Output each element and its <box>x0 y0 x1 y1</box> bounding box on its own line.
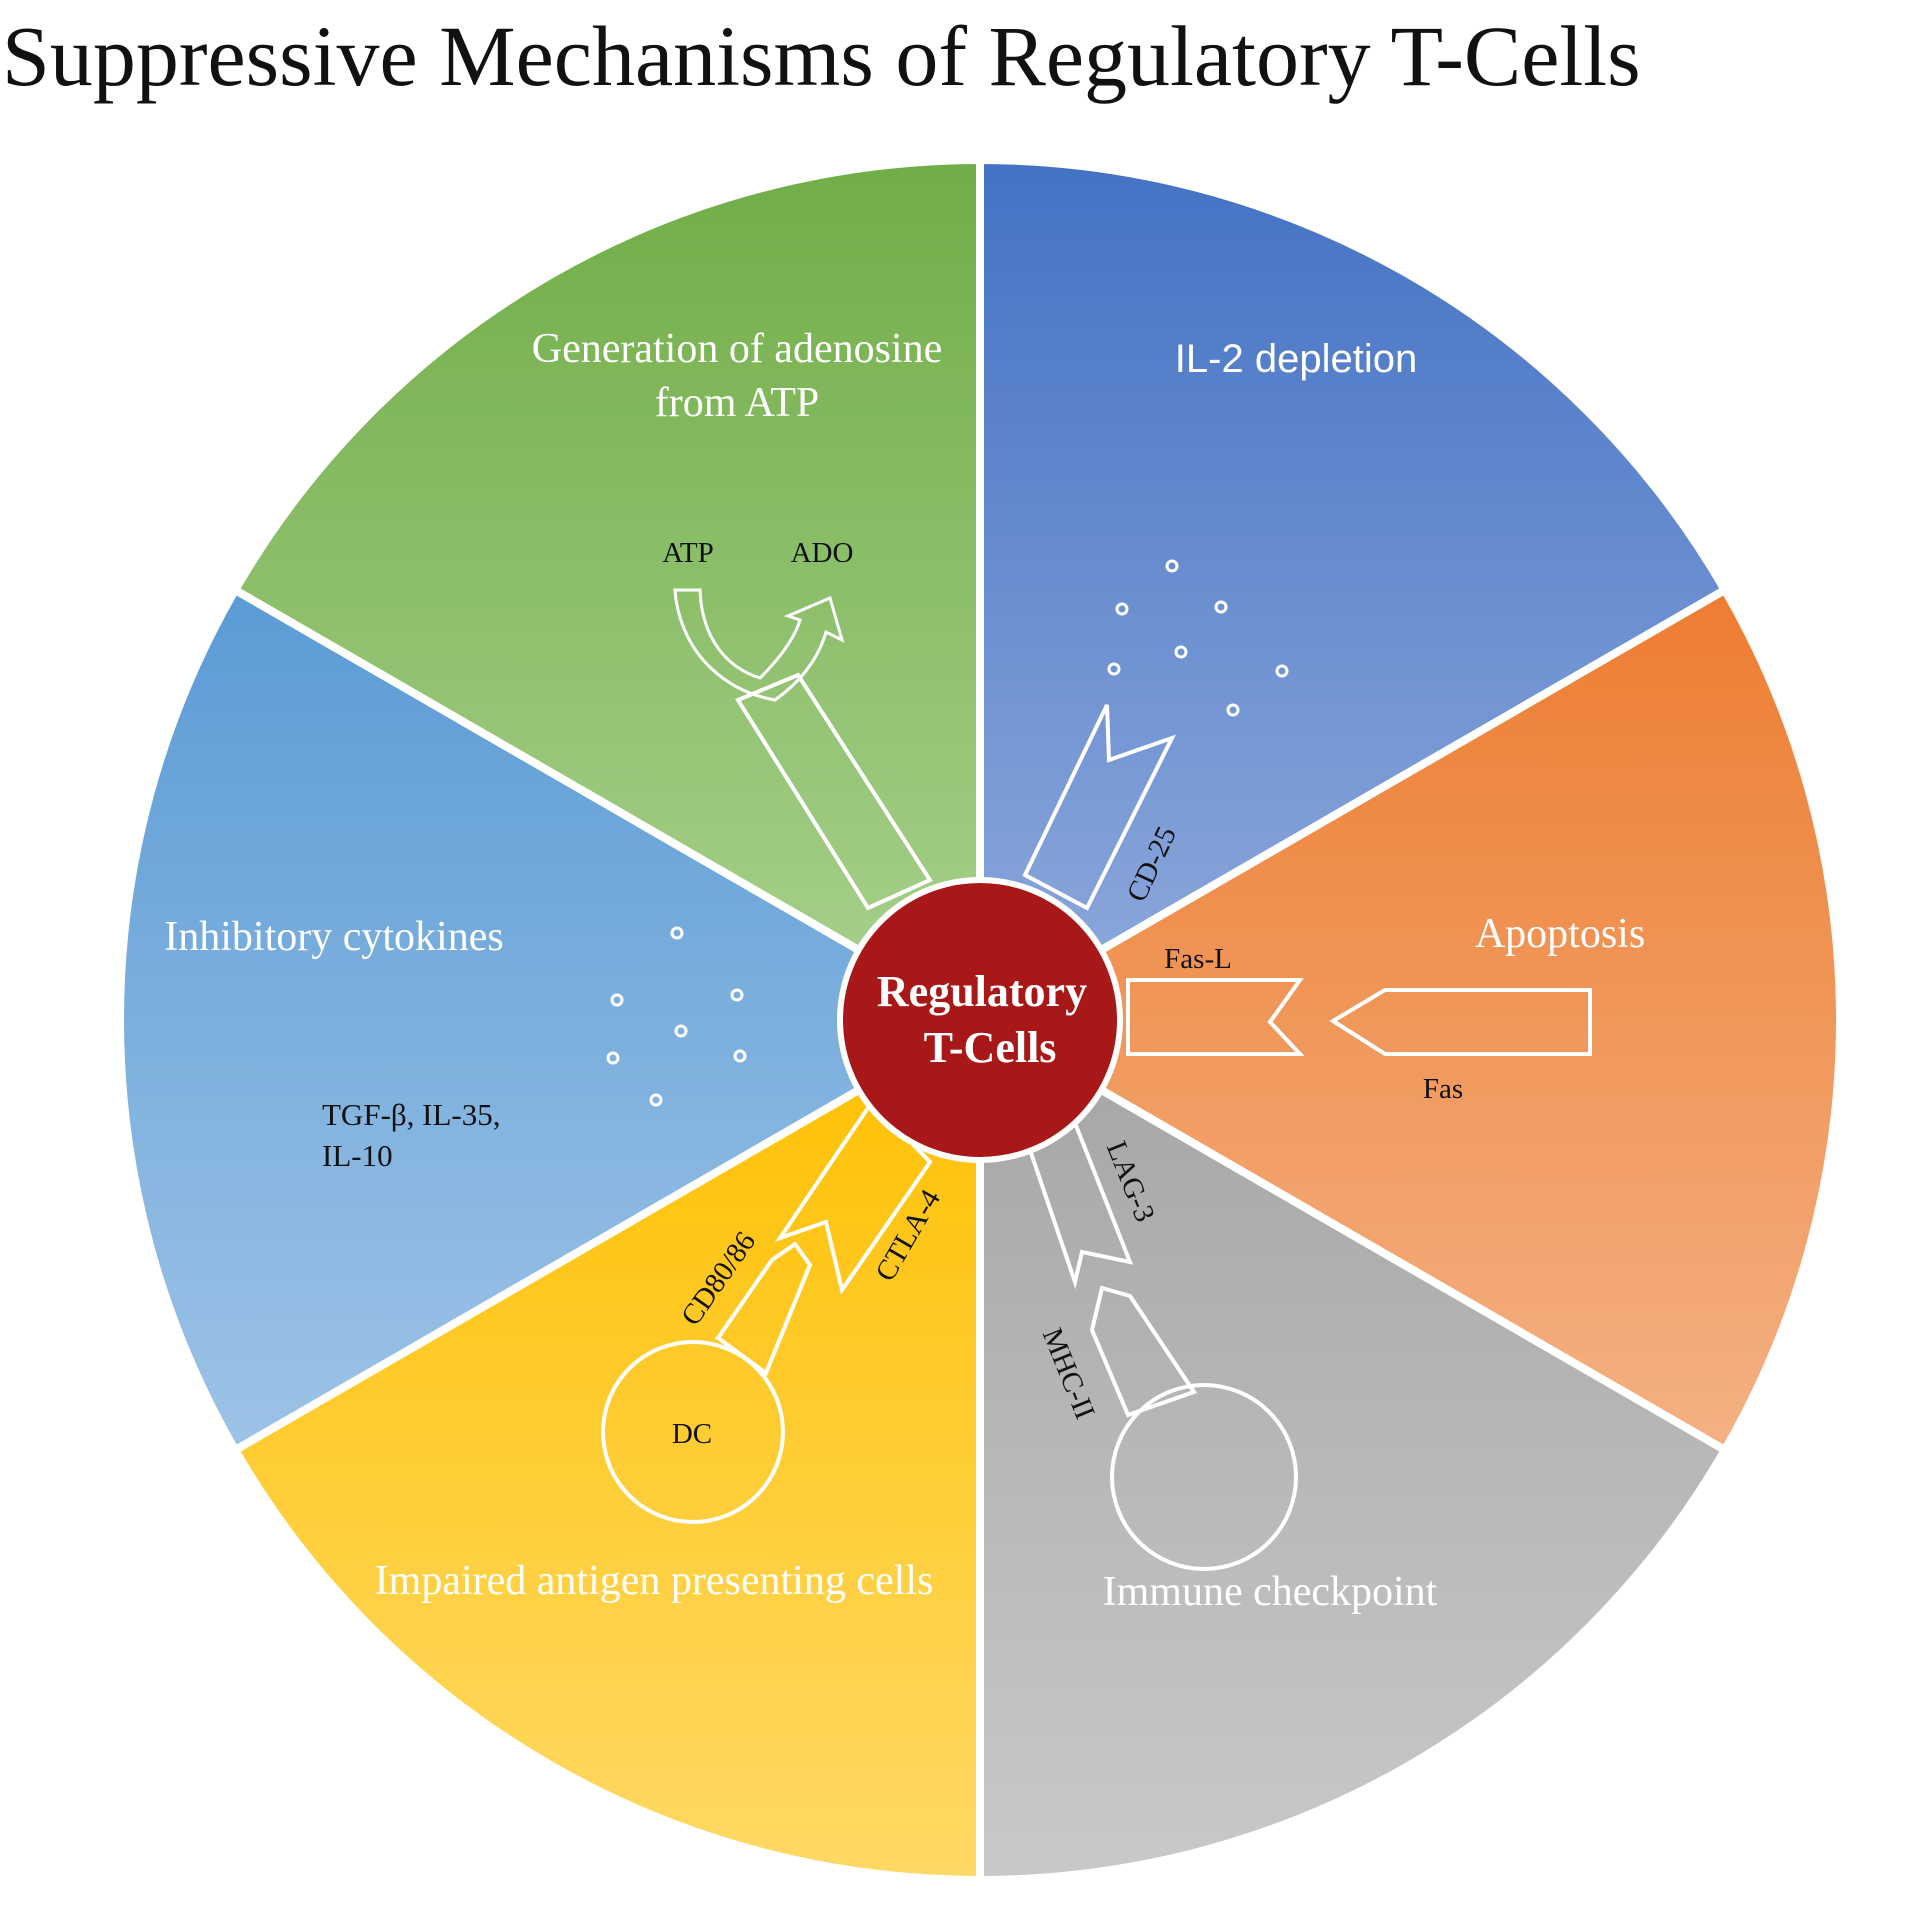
sector-cytokines <box>116 584 989 1456</box>
fas-label: Fas <box>1423 1073 1463 1105</box>
atp-label: ATP <box>662 537 714 569</box>
il2-dot <box>1174 645 1188 659</box>
mhc-ii-stem <box>1089 1285 1198 1418</box>
apoptosis-title: Apoptosis <box>1475 911 1645 957</box>
cytokine-dot <box>674 1024 688 1038</box>
adenosine-title-line2: from ATP <box>655 380 820 426</box>
il2-dot <box>1214 600 1228 614</box>
dc-label: DC <box>672 1418 712 1450</box>
treg-label-line2: T-Cells <box>924 1023 1057 1072</box>
il2-dot <box>1226 703 1240 717</box>
cytokine-dot <box>649 1093 663 1107</box>
cytokines-list-line1: TGF-β, IL-35, <box>322 1097 501 1132</box>
sector-checkpoint <box>976 1013 1731 1885</box>
cytokines-list-line2: IL-10 <box>322 1138 393 1173</box>
il2-dots <box>1107 559 1289 717</box>
cytokine-dot <box>733 1049 747 1063</box>
cytokine-dots <box>606 926 747 1107</box>
treg-center-cell <box>837 877 1123 1163</box>
il2-dot <box>1107 662 1121 676</box>
sector-apoptosis <box>971 584 1844 1456</box>
fas-l-ligand <box>1126 978 1305 1056</box>
fas-l-label: Fas-L <box>1164 943 1232 975</box>
cytokine-dot <box>670 926 684 940</box>
cd25-receptor <box>1022 704 1176 911</box>
ctla4-receptor <box>774 1098 933 1295</box>
il2-dot <box>1275 664 1289 678</box>
cytokine-dot <box>610 993 624 1007</box>
cytokine-dot <box>730 988 744 1002</box>
checkpoint-title: Immune checkpoint <box>1103 1569 1438 1615</box>
atp-to-ado-curved-arrow <box>673 588 845 702</box>
dendritic-cell <box>601 1340 785 1524</box>
fas-receptor <box>1329 988 1592 1056</box>
sector-adenosine <box>229 155 984 1027</box>
sector-il2 <box>976 155 1731 1027</box>
il2-dot <box>1165 559 1179 573</box>
checkpoint-apc-cell <box>1110 1383 1298 1571</box>
ectoenzyme-stem <box>735 672 933 911</box>
cytokine-dot <box>606 1051 620 1065</box>
ado-label: ADO <box>791 537 854 569</box>
cytokines-title: Inhibitory cytokines <box>164 914 503 960</box>
treg-label-line1: Regulatory <box>877 967 1087 1016</box>
apc-title: Impaired antigen presenting cells <box>375 1558 934 1604</box>
il2-title: IL-2 depletion <box>1175 337 1417 381</box>
il2-dot <box>1115 602 1129 616</box>
adenosine-title-line1: Generation of adenosine <box>532 326 943 372</box>
diagram-title: Suppressive Mechanisms of Regulatory T-C… <box>2 8 1641 104</box>
